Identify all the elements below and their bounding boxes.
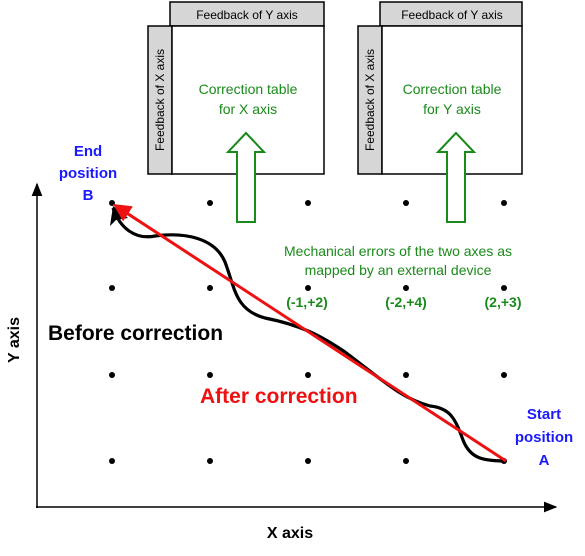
grid-dot — [403, 200, 409, 206]
hollow-arrow-up-icon — [225, 131, 267, 223]
mech-note-line-2: mapped by an external device — [305, 262, 492, 278]
grid-dots — [109, 200, 507, 464]
table-x-side-text: Feedback of X axis — [153, 49, 167, 151]
end-position-line-1: End — [74, 143, 102, 160]
table-y-body-line-1: Correction table — [403, 81, 502, 97]
table-y-header-text: Feedback of Y axis — [401, 8, 503, 22]
grid-dot — [305, 458, 311, 464]
offset-label: (-1,+2) — [286, 294, 328, 310]
y-axis-label: Y axis — [6, 317, 23, 363]
grid-dot — [403, 285, 409, 291]
table-y-side-text: Feedback of X axis — [363, 49, 377, 151]
grid-dot — [501, 200, 507, 206]
grid-dot — [501, 285, 507, 291]
grid-dot — [207, 458, 213, 464]
table-y-side-cell — [357, 25, 383, 175]
table-y-header-cell — [379, 1, 523, 27]
offset-label: (-2,+4) — [385, 294, 427, 310]
end-position-line-2: position — [59, 165, 117, 182]
grid-dot — [305, 200, 311, 206]
table-x-body-cell — [171, 25, 325, 175]
start-position-line-2: position — [515, 429, 573, 446]
grid-dot — [403, 458, 409, 464]
table-x-body-line-1: Correction table — [199, 81, 298, 97]
x-axis-label: X axis — [267, 525, 313, 542]
grid-dot — [109, 200, 115, 206]
grid-dot — [109, 372, 115, 378]
grid-dot — [109, 285, 115, 291]
correction-table-y: Feedback of Y axis Feedback of X axis Co… — [357, 1, 523, 175]
start-position-line-1: Start — [527, 406, 561, 423]
after-correction-label: After correction — [200, 385, 358, 408]
grid-dot — [403, 372, 409, 378]
hollow-arrow-up-icon — [435, 131, 477, 223]
mech-note-line-1: Mechanical errors of the two axes as — [284, 243, 512, 259]
after-correction-arrow — [112, 204, 507, 463]
grid-dot — [207, 285, 213, 291]
grid-dot — [207, 372, 213, 378]
grid-dot — [305, 372, 311, 378]
table-x-header-text: Feedback of Y axis — [196, 8, 298, 22]
before-correction-label: Before correction — [48, 322, 223, 345]
start-position-line-3: A — [539, 452, 550, 469]
table-x-header-cell — [169, 1, 325, 27]
grid-dot — [501, 372, 507, 378]
offset-label: (2,+3) — [485, 294, 522, 310]
grid-dot — [207, 200, 213, 206]
grid-dot — [305, 285, 311, 291]
table-x-body-line-2: for X axis — [219, 101, 277, 117]
correction-table-x: Feedback of Y axis Feedback of X axis Co… — [147, 1, 325, 175]
table-y-body-line-2: for Y axis — [423, 101, 481, 117]
table-x-side-cell — [147, 25, 173, 175]
grid-dot — [109, 458, 115, 464]
end-position-line-3: B — [83, 187, 94, 204]
